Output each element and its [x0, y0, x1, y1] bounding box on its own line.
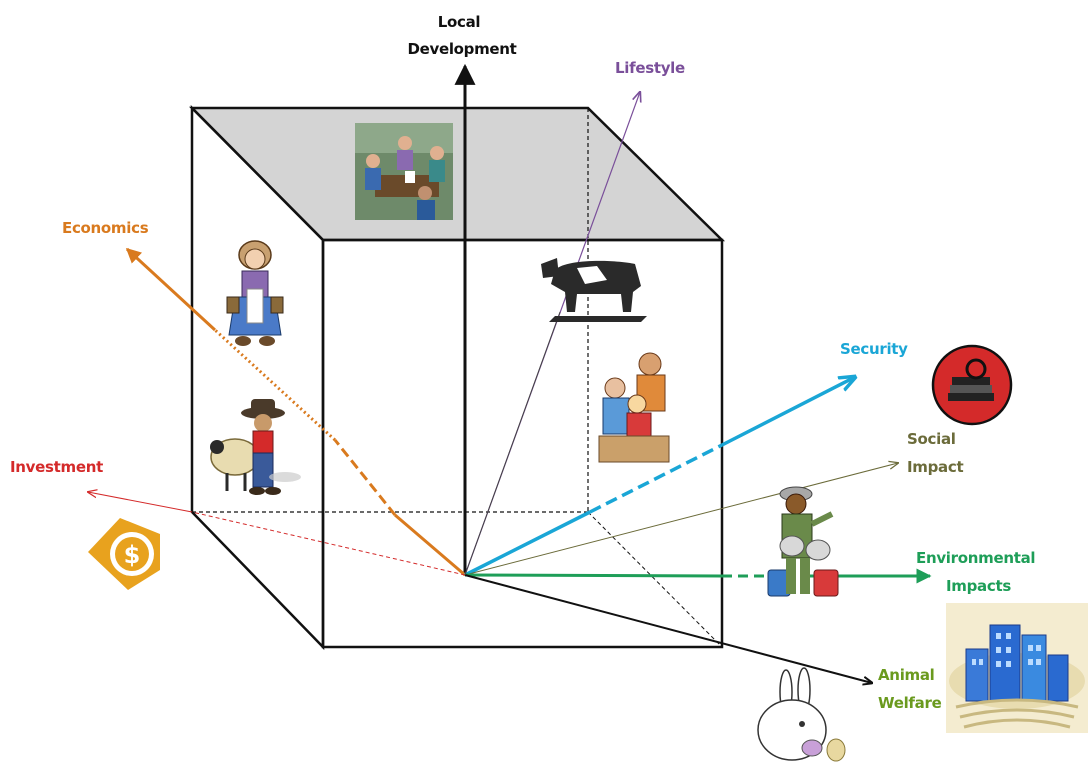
label-social-impact-line2: Impact: [907, 458, 963, 476]
label-local-development-line1: Local: [438, 13, 481, 31]
axis-social-impact: [464, 463, 898, 576]
axis-economics-tip: [125, 247, 217, 332]
axis-security-solid: [464, 510, 591, 577]
label-investment: Investment: [10, 458, 103, 476]
axis-economics-solid: [394, 513, 466, 577]
axis-security-tip: [721, 377, 855, 447]
label-security: Security: [840, 340, 908, 358]
label-local-development-line2: Development: [407, 40, 516, 58]
label-animal-welfare-line2: Welfare: [878, 694, 942, 712]
city-buildings-icon: [946, 603, 1088, 733]
label-lifestyle: Lifestyle: [615, 59, 685, 77]
label-social-impact-line1: Social: [907, 430, 956, 448]
axis-economics-dashed: [333, 439, 397, 516]
security-books-icon: [931, 344, 1013, 426]
dollar-coin-icon: $: [88, 518, 160, 590]
axis-environmental-solid: [464, 573, 723, 578]
label-animal-welfare-line1: Animal: [878, 666, 935, 684]
cube-hidden-edge-bottom-right: [587, 511, 723, 648]
label-economics: Economics: [62, 219, 149, 237]
svg-text:$: $: [124, 541, 141, 569]
family-icon: [598, 352, 670, 463]
axis-economics-dotted: [213, 328, 337, 442]
axis-animal-welfare: [464, 574, 872, 683]
label-environmental-line2: Impacts: [946, 577, 1011, 595]
rabbit-icon: [757, 667, 846, 762]
farmer-with-sheep-icon: [210, 399, 301, 495]
cube-top-face: [188, 106, 726, 242]
axis-security-dashed: [589, 443, 723, 514]
axis-investment-dashed: [191, 511, 466, 576]
cow-projection-line: [464, 311, 561, 576]
meeting-people-icon: [355, 123, 453, 220]
label-environmental-line1: Environmental: [916, 549, 1035, 567]
cow-icon: [541, 258, 647, 322]
traveler-with-bags-icon: [767, 486, 839, 597]
milkmaid-icon: [226, 240, 284, 346]
axis-investment-solid: [88, 492, 193, 513]
